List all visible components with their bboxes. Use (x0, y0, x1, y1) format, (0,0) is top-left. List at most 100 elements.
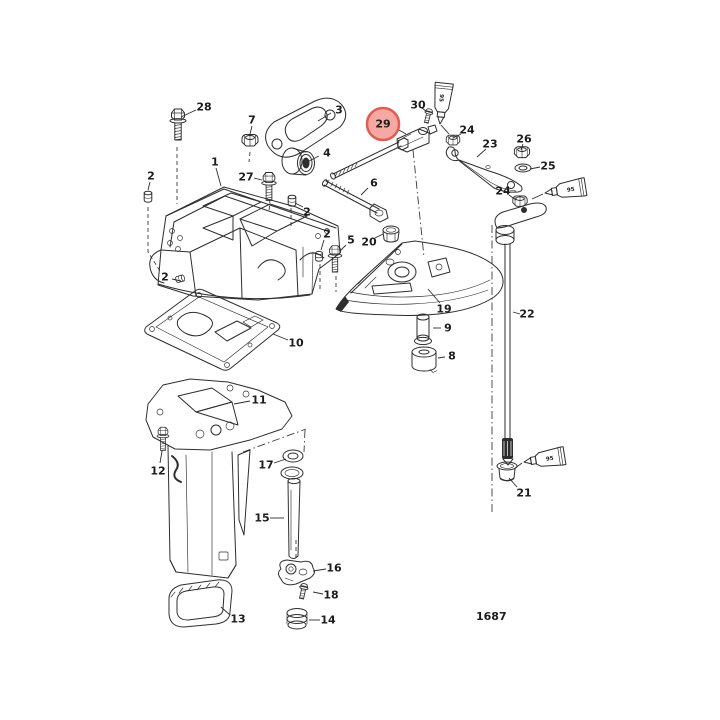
callout-leader-line (374, 233, 384, 239)
callout-label: 3 (335, 104, 343, 117)
part-callout-29[interactable]: 29 (365, 106, 407, 142)
part-2-fitting-drawing (287, 194, 297, 207)
svg-text:95: 95 (546, 456, 555, 463)
callout-label: 9 (444, 322, 452, 335)
callout-leader-line (320, 239, 325, 251)
part-2-fitting-drawing (174, 274, 186, 284)
part-callout-21[interactable]: 21 (508, 477, 532, 500)
callout-leader-line (147, 181, 151, 191)
part-11-driveshaft-housing-drawing (145, 378, 293, 579)
svg-text:95: 95 (567, 187, 576, 194)
part-callout-23[interactable]: 23 (476, 138, 498, 158)
part-callout-10[interactable]: 10 (272, 333, 304, 350)
callout-leader-line (508, 477, 518, 488)
callout-leader-line (253, 177, 263, 181)
part-callout-24[interactable]: 24 (452, 124, 475, 139)
part-callout-1[interactable]: 1 (211, 156, 222, 187)
part-callout-5[interactable]: 5 (339, 234, 355, 252)
callout-label: 4 (323, 147, 331, 160)
part-20-plug-drawing (382, 225, 400, 243)
part-callout-26[interactable]: 26 (516, 133, 532, 151)
part-callout-30[interactable]: 30 (410, 99, 427, 112)
part-callout-14[interactable]: 14 (309, 614, 336, 627)
part-callout-2[interactable]: 2 (147, 170, 155, 191)
callout-leader-line (294, 202, 304, 208)
part-callout-2[interactable]: 2 (320, 228, 331, 251)
callout-leader-line (421, 107, 427, 112)
part-callout-2[interactable]: 2 (161, 271, 182, 284)
callout-label: 22 (519, 308, 534, 321)
callout-label: 30 (410, 99, 426, 112)
part-callout-22[interactable]: 22 (512, 308, 535, 321)
part-1-adapter-block-drawing (149, 186, 341, 301)
part-callout-27[interactable]: 27 (238, 171, 263, 184)
part-callout-24[interactable]: 24 (495, 185, 517, 201)
lubricant-tube-icon: 95 (522, 446, 567, 472)
callout-leader-line (312, 568, 327, 572)
callout-label: 6 (370, 177, 378, 190)
callout-label: 23 (482, 138, 497, 151)
part-callout-15[interactable]: 15 (254, 512, 284, 525)
callout-label: 28 (196, 101, 211, 114)
callout-leader-line (272, 333, 289, 341)
callout-label: 5 (347, 234, 355, 247)
part-callout-17[interactable]: 17 (258, 458, 287, 472)
callout-label: 21 (516, 487, 531, 500)
part-callout-4[interactable]: 4 (308, 147, 331, 162)
part-callout-28[interactable]: 28 (180, 101, 212, 118)
part-callout-8[interactable]: 8 (437, 350, 456, 363)
part-7-locknut-drawing (241, 134, 259, 147)
part-callout-7[interactable]: 7 (248, 114, 256, 135)
callout-label: 14 (320, 614, 336, 627)
part-10-gasket-drawing (144, 288, 281, 371)
part-callout-6[interactable]: 6 (360, 177, 378, 196)
part-callout-18[interactable]: 18 (312, 589, 339, 602)
projection-lines (147, 147, 493, 559)
callout-leader-line (360, 187, 369, 196)
callout-leader-line (512, 311, 521, 315)
callout-leader-line (312, 591, 324, 595)
part-19-deflector-plate-drawing (335, 240, 504, 316)
part-22-shift-shaft-drawing (494, 202, 547, 466)
callout-label: 17 (258, 459, 273, 472)
callout-leader-line (171, 278, 182, 282)
part-6-link-rod-drawing (321, 179, 389, 223)
callout-leader-line (398, 129, 407, 135)
part-callout-20[interactable]: 20 (361, 233, 384, 249)
tube-nozzle-line (531, 193, 544, 200)
part-13-gasket-drawing (168, 579, 233, 628)
tube-nozzle-line (440, 124, 450, 135)
part-callout-3[interactable]: 3 (317, 104, 343, 122)
callout-label: 2 (323, 228, 331, 241)
callout-label: 2 (303, 206, 311, 219)
callout-leader-line (520, 143, 524, 151)
part-23-lever-drawing (445, 146, 523, 193)
callout-label: 16 (326, 562, 342, 575)
part-28-bolt-drawing (169, 108, 187, 141)
part-callout-16[interactable]: 16 (312, 562, 342, 575)
part-14-grommet-drawing (286, 608, 308, 630)
part-16-clamp-drawing (278, 559, 315, 586)
callout-label: 20 (361, 236, 377, 249)
part-callout-12[interactable]: 12 (150, 450, 166, 478)
part-callout-25[interactable]: 25 (529, 160, 556, 173)
part-27-bolt-drawing (261, 172, 277, 201)
callout-leader-line (339, 244, 347, 252)
part-4-bushing-drawing (281, 147, 315, 176)
part-3-gasket-plate-drawing (265, 97, 347, 158)
part-21-bushing-drawing (496, 461, 518, 482)
callout-leader-line (273, 458, 287, 464)
part-callout-2[interactable]: 2 (294, 202, 311, 219)
part-9-pin-drawing (414, 313, 432, 346)
callout-label: 2 (161, 271, 169, 284)
figure-number: 1687 (476, 610, 507, 623)
part-callout-13[interactable]: 13 (220, 606, 246, 626)
part-callout-11[interactable]: 11 (233, 394, 267, 407)
callout-label: 18 (323, 589, 338, 602)
callout-leader-line (159, 450, 163, 464)
part-callout-19[interactable]: 19 (427, 288, 452, 316)
part-callout-9[interactable]: 9 (433, 322, 452, 335)
